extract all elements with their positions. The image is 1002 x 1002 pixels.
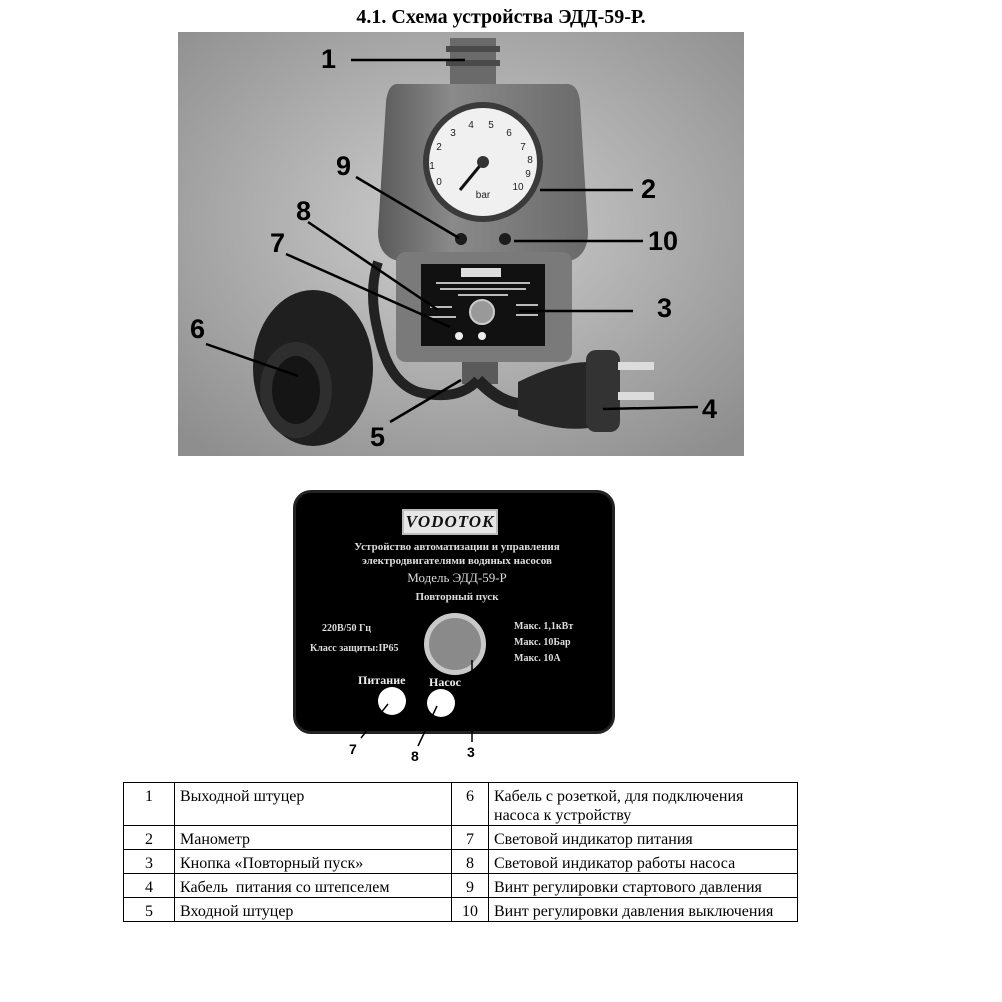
table-row: 1 Выходной штуцер 6 Кабель с розеткой, д… [124, 783, 798, 826]
legend-text: Световой индикатор работы насоса [489, 850, 798, 874]
legend-text: Кнопка «Повторный пуск» [175, 850, 452, 874]
legend-number: 1 [124, 783, 175, 826]
legend-text: Световой индикатор питания [489, 826, 798, 850]
legend-number: 8 [452, 850, 489, 874]
legend-number: 2 [124, 826, 175, 850]
legend-number: 4 [124, 874, 175, 898]
legend-number: 9 [452, 874, 489, 898]
legend-number: 3 [124, 850, 175, 874]
legend-number: 6 [452, 783, 489, 826]
legend-text: Манометр [175, 826, 452, 850]
legend-number: 10 [452, 898, 489, 922]
table-row: 2 Манометр 7 Световой индикатор питания [124, 826, 798, 850]
legend-text: Выходной штуцер [175, 783, 452, 826]
panel-callout-3: 3 [467, 744, 475, 760]
table-row: 3 Кнопка «Повторный пуск» 8 Световой инд… [124, 850, 798, 874]
panel-callout-7: 7 [349, 741, 357, 757]
legend-text: Винт регулировки давления выключения [489, 898, 798, 922]
legend-text: Кабель с розеткой, для подключения насос… [489, 783, 798, 826]
legend-table: 1 Выходной штуцер 6 Кабель с розеткой, д… [123, 782, 798, 922]
table-row: 5 Входной штуцер 10 Винт регулировки дав… [124, 898, 798, 922]
panel-callout-8: 8 [411, 748, 419, 764]
legend-number: 5 [124, 898, 175, 922]
legend-text: Винт регулировки стартового давления [489, 874, 798, 898]
legend-number: 7 [452, 826, 489, 850]
table-row: 4 Кабель питания со штепселем 9 Винт рег… [124, 874, 798, 898]
legend-text: Кабель питания со штепселем [175, 874, 452, 898]
legend-text: Входной штуцер [175, 898, 452, 922]
